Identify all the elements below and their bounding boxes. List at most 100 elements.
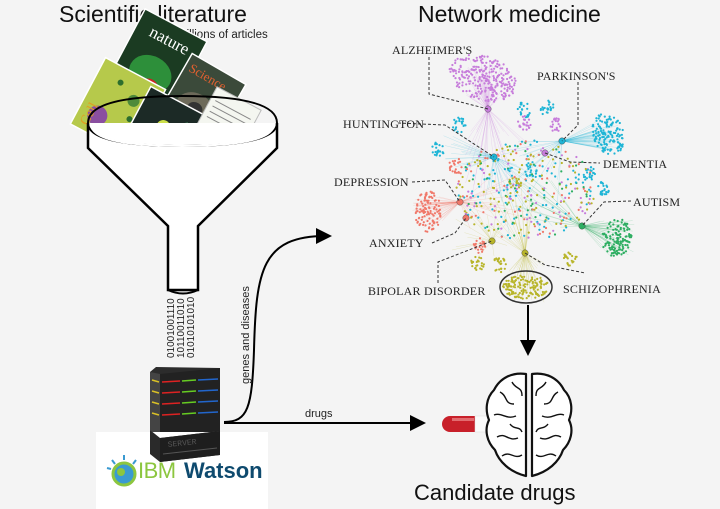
small-cluster [516,107,519,111]
network-node [590,202,593,205]
alzheimers-cluster [506,77,509,81]
small-cluster [477,248,480,251]
schizophrenia-edges [522,212,526,254]
small-cluster [438,154,441,157]
network-node [493,197,496,201]
alzheimers-cluster [474,60,477,63]
depression-edges [459,201,491,209]
bipolar-edges [464,232,493,242]
network-node [534,216,537,219]
alzheimers-cluster [473,95,476,99]
small-cluster [495,257,498,260]
parkinsons-cluster [592,133,595,136]
network-node [477,164,480,168]
leader-line [411,179,461,203]
network-node [552,192,556,195]
network-node [467,202,470,206]
network-node [565,217,568,220]
parkinsons-edges [532,140,563,160]
network-node [566,178,570,181]
network-node [581,160,584,163]
depression-cluster [418,216,421,219]
schizophrenia-cluster [516,277,519,280]
alzheimers-cluster [489,88,492,91]
schizophrenia-cluster [539,285,542,288]
autism-cluster [621,245,624,248]
huntington-edges [493,156,516,212]
network-node [487,229,490,232]
network-node [492,169,495,172]
schizophrenia-edges [524,252,528,284]
parkinsons-cluster [604,146,607,149]
depression-edges [433,196,461,203]
alzheimers-cluster [459,58,462,61]
network-node [568,165,571,168]
network-node [584,212,587,215]
schizophrenia-cluster [504,283,507,286]
small-cluster [521,108,524,111]
huntington-edges [463,156,495,169]
network-node [497,210,500,213]
depression-cluster [433,199,436,202]
network-node [533,139,536,142]
network-node [564,224,567,227]
small-cluster [555,117,558,120]
network-node [535,140,539,143]
network-node [539,214,542,217]
schizophrenia-cluster [514,279,517,283]
network-node [478,185,481,188]
network-node [558,182,561,185]
alzheimers-cluster [495,97,498,100]
small-cluster [522,118,526,121]
network-node [541,177,544,180]
network-node [562,229,566,232]
network-node [544,220,547,223]
depression-edges [459,201,497,204]
network-node [464,166,467,169]
network-node [560,219,563,222]
small-cluster [555,128,558,131]
depression-edges [428,201,461,204]
network-node [504,219,507,222]
alzheimers-cluster [503,87,506,90]
parkinsons-cluster [602,133,605,136]
network-node [530,194,533,197]
depression-cluster [438,208,442,211]
network-node [572,169,575,172]
depression-edges [459,174,517,203]
network-node [524,140,527,143]
network-node [519,143,522,146]
network-node [520,140,524,143]
schizophrenia-cluster [510,292,513,296]
alzheimers-cluster [475,65,478,68]
autism-cluster [623,223,627,226]
network-node [581,210,584,213]
network-node [513,234,516,237]
network-node [527,231,530,234]
parkinsons-edges [561,140,596,147]
alzheimers-cluster [478,55,481,58]
depression-cluster [424,207,428,211]
autism-edges [581,220,633,227]
huntington-edges [493,156,529,173]
alzheimers-cluster [489,64,492,67]
small-cluster [455,171,458,174]
network-node [560,200,563,203]
network-node [472,194,475,198]
schizophrenia-cluster [510,285,513,288]
network-node [558,211,561,214]
schizophrenia-cluster [541,290,545,294]
alzheimers-cluster [477,66,480,69]
depression-edges [424,201,461,221]
schizophrenia-edges [521,187,526,254]
small-cluster [474,266,477,270]
parkinsons-cluster [619,149,622,152]
parkinsons-cluster [594,135,598,138]
network-node [466,204,469,207]
network-node [502,220,505,223]
depression-cluster [432,192,435,195]
depression-cluster [418,211,421,214]
alzheimers-cluster [502,95,505,98]
autism-cluster [622,251,626,254]
depression-edges [442,201,461,221]
